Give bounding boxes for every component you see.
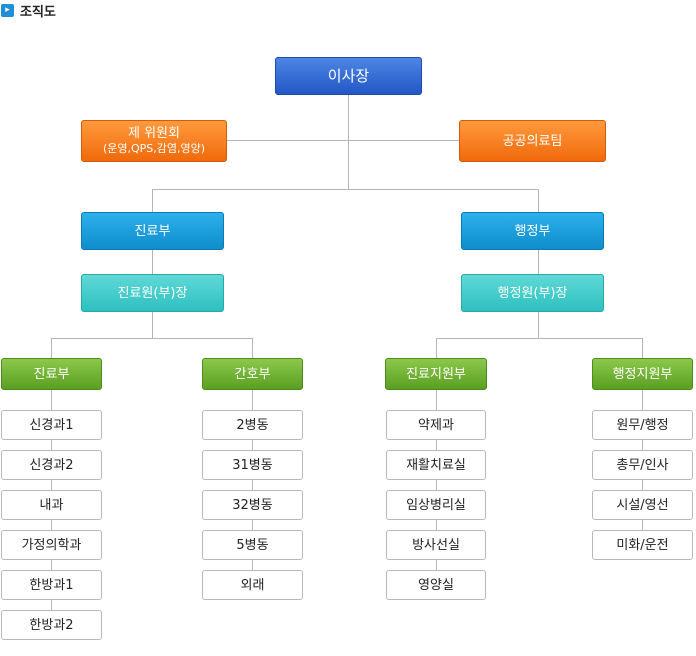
- public-team-label: 공공의료팀: [502, 133, 563, 149]
- committee-sublabel: (운영,QPS,감염,영양): [102, 142, 206, 155]
- unit-node: 미화/운전: [592, 530, 693, 560]
- division-label: 진료지원부: [406, 366, 466, 382]
- unit-label: 내과: [39, 497, 64, 513]
- unit-label: 시설/영선: [616, 497, 669, 513]
- arrow-icon: ▸: [1, 3, 14, 17]
- medical-dept-label: 진료부: [134, 223, 171, 239]
- unit-node: 31병동: [202, 450, 303, 480]
- unit-node: 가정의학과: [1, 530, 102, 560]
- committee-label: 제 위원회: [128, 126, 180, 141]
- division-label: 진료부: [33, 366, 70, 382]
- unit-label: 신경과2: [29, 457, 74, 473]
- medical-dept-node: 진료부: [81, 212, 224, 250]
- medical-director-node: 진료원(부)장: [81, 274, 224, 312]
- unit-label: 영양실: [418, 577, 454, 593]
- unit-node: 내과: [1, 490, 102, 520]
- unit-label: 5병동: [236, 537, 269, 553]
- unit-node: 방사선실: [386, 530, 486, 560]
- admin-dept-label: 행정부: [514, 223, 551, 239]
- unit-label: 한방과1: [29, 577, 74, 593]
- division-label: 행정지원부: [612, 366, 673, 382]
- division-medical-support-node: 진료지원부: [385, 358, 487, 390]
- unit-node: 원무/행정: [592, 410, 693, 440]
- unit-label: 31병동: [232, 457, 273, 473]
- unit-node: 임상병리실: [386, 490, 486, 520]
- unit-label: 총무/인사: [616, 457, 669, 473]
- admin-dept-node: 행정부: [461, 212, 604, 250]
- unit-node: 2병동: [202, 410, 303, 440]
- unit-node: 5병동: [202, 530, 303, 560]
- unit-node: 총무/인사: [592, 450, 693, 480]
- unit-label: 한방과2: [29, 617, 74, 633]
- unit-label: 2병동: [236, 417, 269, 433]
- unit-label: 재활치료실: [406, 457, 466, 473]
- division-nursing-node: 간호부: [202, 358, 303, 390]
- division-medical-node: 진료부: [1, 358, 102, 390]
- chairman-label: 이사장: [327, 66, 370, 85]
- unit-label: 약제과: [418, 417, 454, 433]
- unit-node: 외래: [202, 570, 303, 600]
- page-title-text: 조직도: [20, 4, 56, 20]
- unit-label: 방사선실: [412, 537, 460, 553]
- unit-label: 미화/운전: [616, 537, 669, 553]
- chairman-node: 이사장: [275, 57, 422, 95]
- committee-node: 제 위원회 (운영,QPS,감염,영양): [81, 120, 227, 162]
- division-label: 간호부: [234, 366, 271, 382]
- unit-node: 재활치료실: [386, 450, 486, 480]
- unit-label: 가정의학과: [21, 537, 82, 553]
- page-title: ▸ 조직도: [1, 1, 56, 20]
- unit-label: 32병동: [232, 497, 273, 513]
- unit-label: 임상병리실: [406, 497, 466, 513]
- unit-label: 원무/행정: [616, 417, 669, 433]
- unit-node: 약제과: [386, 410, 486, 440]
- unit-node: 시설/영선: [592, 490, 693, 520]
- unit-label: 외래: [240, 577, 265, 593]
- unit-node: 한방과1: [1, 570, 102, 600]
- unit-node: 신경과2: [1, 450, 102, 480]
- division-admin-support-node: 행정지원부: [592, 358, 693, 390]
- public-team-node: 공공의료팀: [459, 120, 606, 162]
- unit-node: 신경과1: [1, 410, 102, 440]
- unit-node: 영양실: [386, 570, 486, 600]
- unit-label: 신경과1: [29, 417, 74, 433]
- admin-director-label: 행정원(부)장: [497, 285, 568, 301]
- unit-node: 32병동: [202, 490, 303, 520]
- unit-node: 한방과2: [1, 610, 102, 640]
- medical-director-label: 진료원(부)장: [117, 285, 188, 301]
- admin-director-node: 행정원(부)장: [461, 274, 604, 312]
